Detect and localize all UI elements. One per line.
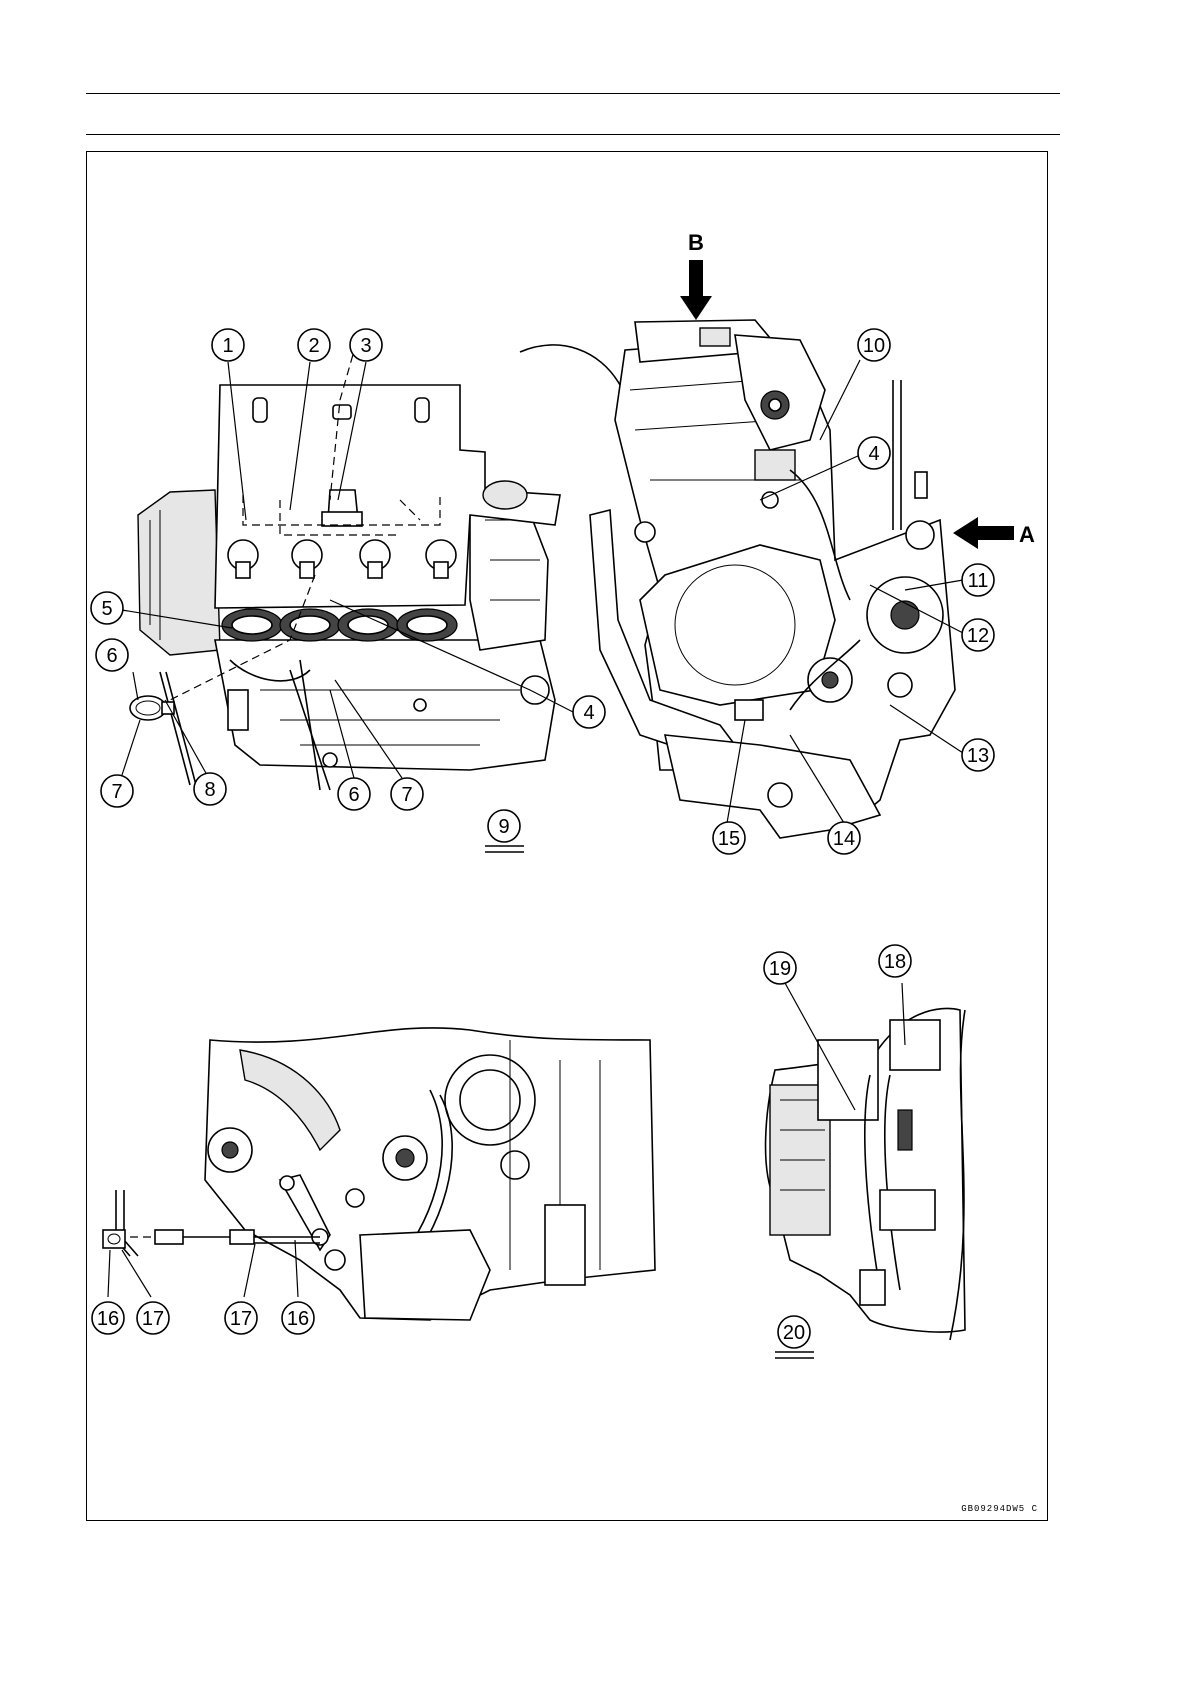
callout-1: 1 [212,329,244,361]
svg-text:15: 15 [718,828,740,850]
svg-text:20: 20 [783,1322,805,1344]
callout-6-right: 6 [338,778,370,810]
view-arrow-a: A [953,517,1035,549]
svg-text:2: 2 [308,335,319,357]
engine-lower-view [103,1028,655,1320]
view-ref-20: 20 [775,1316,814,1358]
svg-text:17: 17 [230,1308,252,1330]
svg-text:4: 4 [583,702,594,724]
engine-front-view [130,330,560,790]
engine-detail-view [766,1008,965,1340]
svg-text:13: 13 [967,745,989,767]
svg-text:14: 14 [833,828,855,850]
svg-text:17: 17 [142,1308,164,1330]
view-label-b: B [688,230,704,255]
throttle-bodies [222,609,457,641]
svg-text:1: 1 [222,335,233,357]
callout-17-right: 17 [225,1302,257,1334]
callout-7-right: 7 [391,778,423,810]
callout-15: 15 [713,822,745,854]
view-arrow-b: B [680,230,712,320]
callout-19: 19 [764,952,796,984]
callout-7-left: 7 [101,775,133,807]
svg-text:16: 16 [287,1308,309,1330]
svg-text:6: 6 [106,645,117,667]
svg-text:18: 18 [884,951,906,973]
svg-text:8: 8 [204,779,215,801]
svg-text:11: 11 [968,570,989,592]
svg-text:16: 16 [97,1308,119,1330]
svg-text:6: 6 [348,784,359,806]
callout-10: 10 [858,329,890,361]
svg-text:4: 4 [868,443,879,465]
callout-8: 8 [194,773,226,805]
callout-3: 3 [350,329,382,361]
callout-12: 12 [962,619,994,651]
callout-13: 13 [962,739,994,771]
svg-text:5: 5 [101,598,112,620]
svg-text:7: 7 [111,781,122,803]
svg-text:7: 7 [401,784,412,806]
callout-18: 18 [879,945,911,977]
callout-4-side: 4 [858,437,890,469]
svg-text:10: 10 [863,335,885,357]
view-ref-9: 9 [485,810,524,852]
callout-17-left: 17 [137,1302,169,1334]
callout-6-left: 6 [96,639,128,671]
callout-14: 14 [828,822,860,854]
callout-4-front: 4 [573,696,605,728]
callout-11: 11 [962,564,994,596]
callout-16-left: 16 [92,1302,124,1334]
engine-side-view: B A [520,230,1035,838]
svg-text:9: 9 [498,816,509,838]
view-label-a: A [1019,522,1035,547]
callout-2: 2 [298,329,330,361]
callout-16-right: 16 [282,1302,314,1334]
svg-text:3: 3 [360,335,371,357]
svg-text:19: 19 [769,958,791,980]
figure-code: GB09294DW5 C [961,1504,1038,1514]
hose-clamp [130,672,196,785]
callout-5: 5 [91,592,123,624]
svg-text:12: 12 [967,625,989,647]
